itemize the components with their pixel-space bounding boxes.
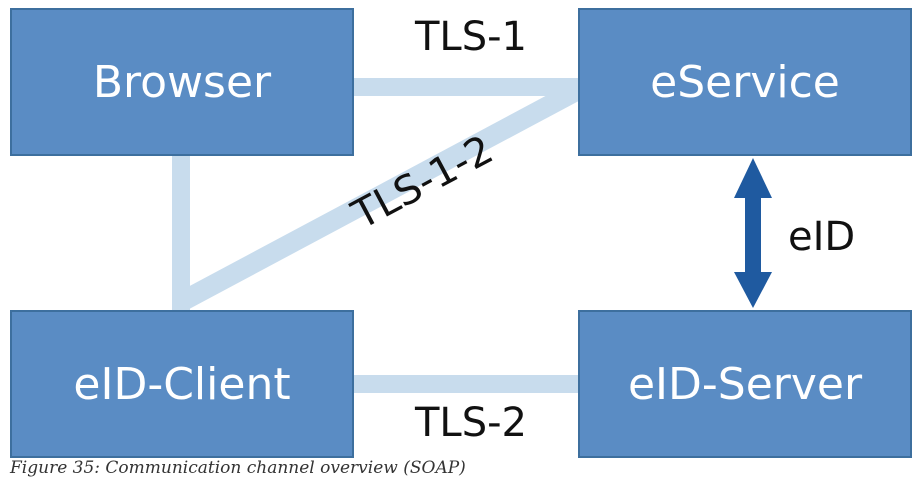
node-eservice: eService [578, 8, 912, 156]
connection-label-eid: eID [788, 214, 856, 260]
connection-label-tls-2: TLS-2 [415, 400, 527, 446]
node-eservice-label: eService [650, 56, 840, 108]
node-browser: Browser [10, 8, 354, 156]
node-eid-server-label: eID-Server [627, 358, 863, 410]
node-browser-label: Browser [92, 56, 272, 108]
link-tls-1 [354, 78, 578, 96]
node-eid-client-label: eID-Client [73, 358, 291, 410]
node-eid-client: eID-Client [10, 310, 354, 458]
eid-double-arrow [734, 158, 772, 308]
link-browser-client [172, 156, 190, 310]
figure-caption: Figure 35: Communication channel overvie… [10, 458, 466, 478]
link-tls-1-2 [176, 81, 583, 311]
node-eid-server: eID-Server [578, 310, 912, 458]
link-tls-2 [354, 375, 578, 393]
connection-label-tls-1: TLS-1 [415, 14, 527, 60]
